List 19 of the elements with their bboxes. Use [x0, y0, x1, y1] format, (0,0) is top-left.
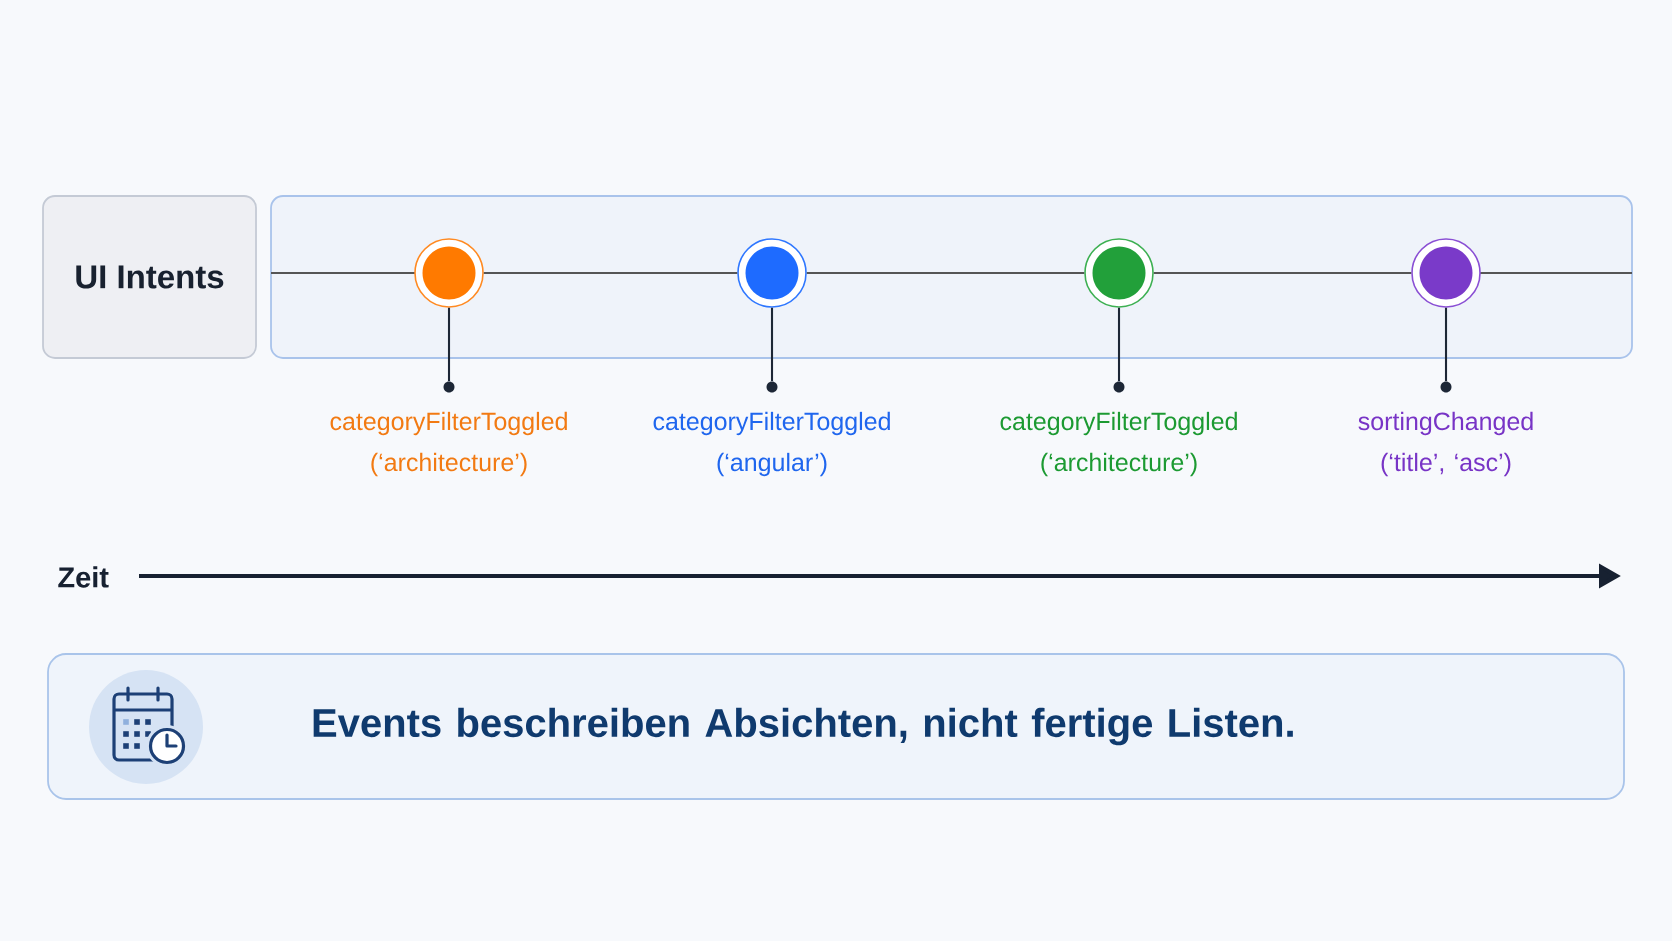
event-marker: [1411, 238, 1481, 308]
line: [1444, 307, 1448, 382]
event-marker: [737, 238, 807, 308]
event-marker: [414, 238, 484, 308]
label-box: UI Intents: [42, 195, 257, 359]
event-label: sortingChanged (‘title’, ‘asc’): [1358, 411, 1533, 477]
event-marker: [1084, 238, 1154, 308]
line: [483, 271, 738, 275]
timeline-lane: [270, 195, 1633, 359]
line: [1117, 307, 1121, 382]
event-label: categoryFilterToggled (‘architecture’): [330, 411, 567, 477]
line: [1153, 271, 1412, 275]
event-label: categoryFilterToggled (‘architecture’): [1000, 411, 1237, 477]
event-label: categoryFilterToggled (‘angular’): [653, 411, 890, 477]
line: [447, 307, 451, 382]
axis-label: Zeit: [58, 566, 109, 588]
line: [770, 307, 774, 382]
line: [806, 271, 1085, 275]
note-box: Events beschreiben Absichten, nicht fertige Listen.: [47, 653, 1625, 800]
